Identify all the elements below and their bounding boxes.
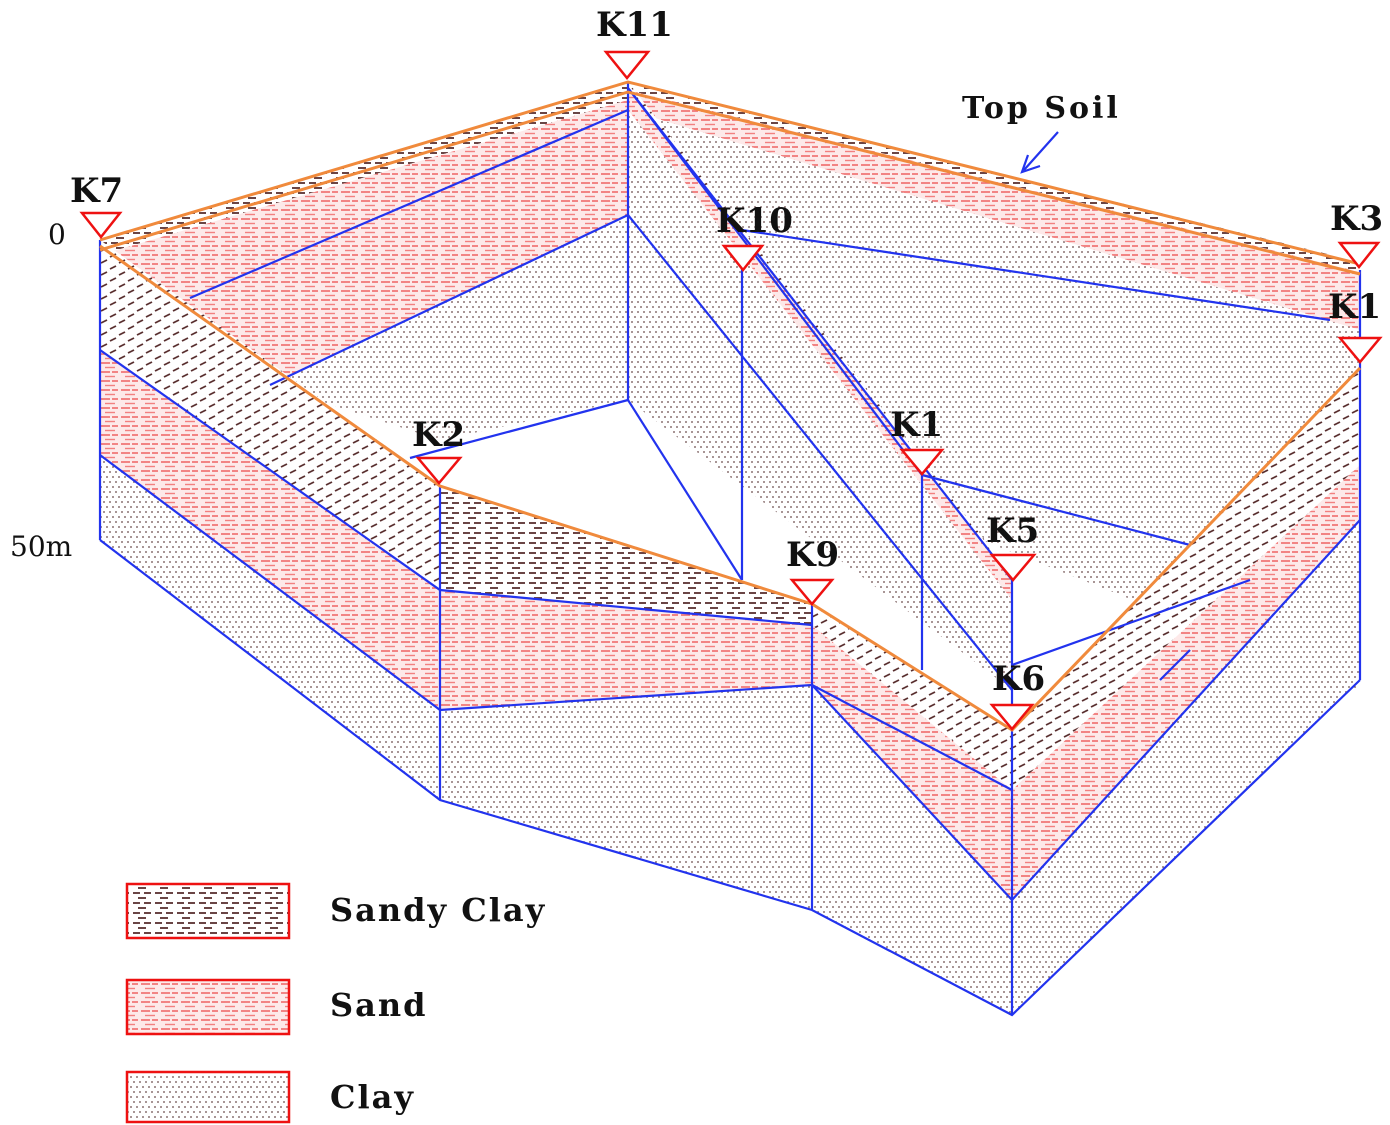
label-k2: K2	[412, 415, 465, 455]
depth-label-top: 0	[48, 218, 66, 251]
svg-text:Clay: Clay	[330, 1078, 415, 1116]
marker-k11	[606, 52, 648, 78]
svg-text:Sand: Sand	[330, 986, 427, 1024]
legend: Sandy Clay Sand Clay	[127, 884, 546, 1122]
label-k1-mid: K1	[890, 405, 943, 445]
marker-k7	[82, 213, 120, 237]
label-k1-right: K1	[1328, 287, 1381, 327]
label-k5: K5	[986, 511, 1039, 551]
svg-text:Top Soil: Top Soil	[962, 91, 1121, 126]
label-k10: K10	[716, 201, 793, 241]
depth-label-bottom: 50m	[10, 530, 72, 563]
label-k7: K7	[70, 171, 123, 211]
svg-text:Sandy Clay: Sandy Clay	[330, 891, 546, 929]
legend-item-sand: Sand	[127, 980, 427, 1034]
label-k6: K6	[992, 659, 1045, 699]
legend-item-sandy-clay: Sandy Clay	[127, 884, 546, 938]
legend-item-clay: Clay	[127, 1072, 415, 1122]
top-soil-annotation: Top Soil	[962, 91, 1121, 172]
label-k3: K3	[1330, 199, 1383, 239]
label-k9: K9	[786, 535, 839, 575]
label-k11: K11	[596, 5, 673, 45]
